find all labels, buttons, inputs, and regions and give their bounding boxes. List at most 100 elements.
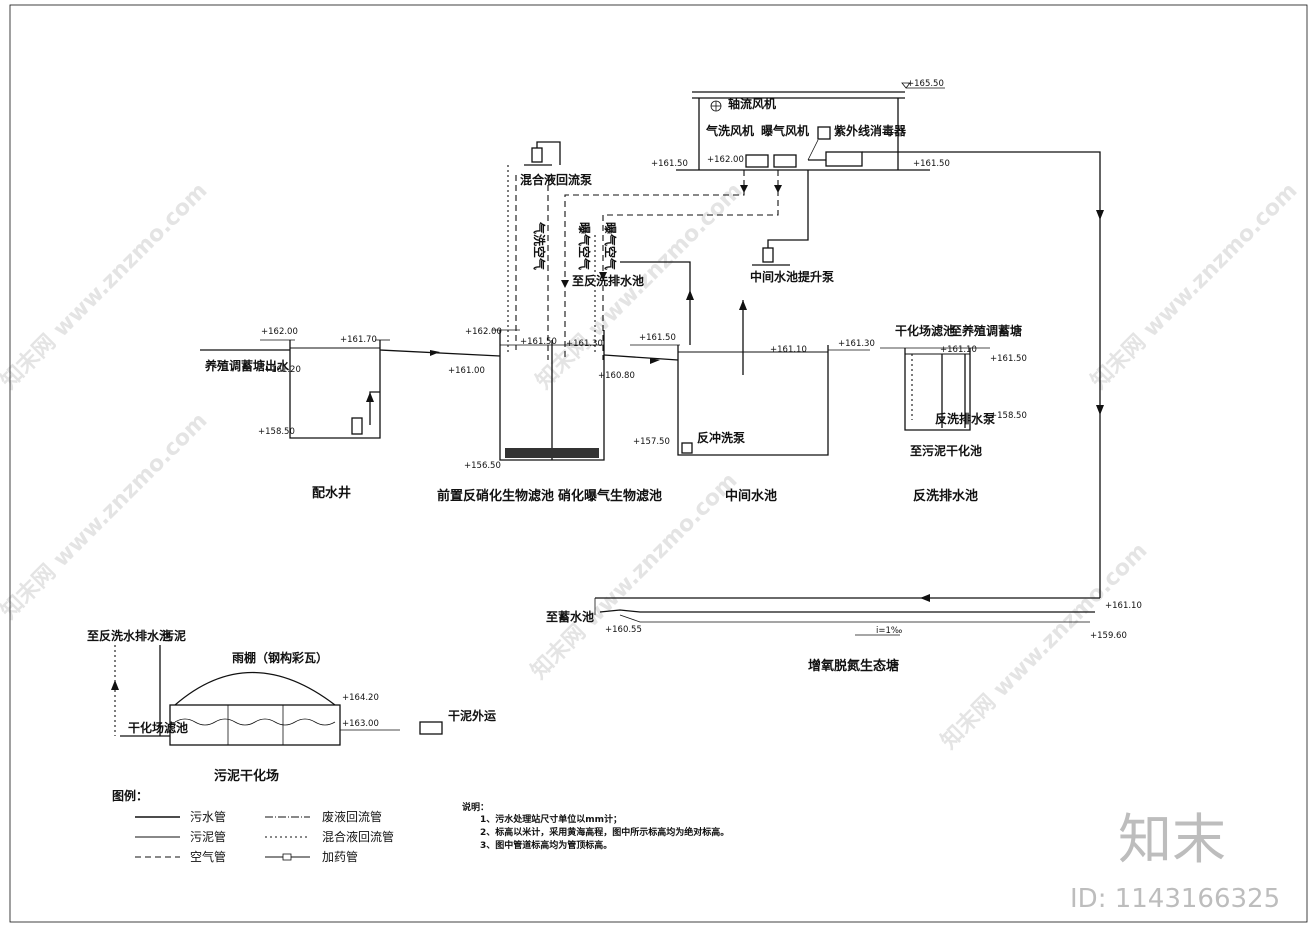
sheet-border xyxy=(9,4,1308,923)
blower-room: +165.50 +161.50 +162.00 +161.50 轴流风机 气洗风… xyxy=(651,79,950,171)
legend-item-4: 混合液回流管 xyxy=(322,829,394,844)
elev-dist-pipe: +161.20 xyxy=(264,365,301,375)
air-pipes: 气洗空气 曝气空气 曝气空气 xyxy=(515,170,782,360)
label-to-storage: 至蓄水池 xyxy=(546,609,594,624)
dist-to-denit-pipe xyxy=(379,349,501,357)
elev-inlet-pipe: +161.00 xyxy=(448,366,485,376)
label-slope: i=1‰ xyxy=(876,626,902,636)
elev-nit-outlet: +160.80 xyxy=(598,371,635,381)
elev-dist-top: +162.00 xyxy=(261,327,298,337)
biofilters: +162.00 +161.50 +161.30 +160.80 +156.50 … xyxy=(437,327,662,504)
elev-mid-right: +161.30 xyxy=(838,339,875,349)
title-nit: 硝化曝气生物滤池 xyxy=(558,488,662,504)
ecological-pond: 至蓄水池 +161.10 +159.60 +160.55 i=1‰ 增氧脱氮生态… xyxy=(546,594,1142,674)
watermark-4: 知末网 www.znzmo.com xyxy=(0,408,212,625)
label-uv-disinfector: 紫外线消毒器 xyxy=(834,123,907,138)
distribution-well: +162.00 +161.70 +161.20 +158.50 养殖调蓄塘出水 … xyxy=(200,327,390,501)
elev-mid-water: +161.10 xyxy=(770,345,807,355)
title-denit: 前置反硝化生物滤池 xyxy=(437,488,554,504)
legend-item-1: 污泥管 xyxy=(190,829,226,844)
elev-denit-water: +161.50 xyxy=(520,337,557,347)
label-backwash-pump: 反冲洗泵 xyxy=(697,430,745,445)
elev-sludge-top: +164.20 xyxy=(342,693,379,703)
elev-pond-top: +161.10 xyxy=(1105,601,1142,611)
elev-bw-bottom: +158.50 xyxy=(990,411,1027,421)
notes: 说明： 1、污水处理站尺寸单位以mm计； 2、标高以米计，采用黄海高程，图中所示… xyxy=(462,801,729,851)
uv-panel-icon xyxy=(817,126,831,140)
brand-logo: 知末 xyxy=(1118,808,1226,871)
label-aeration-fan: 曝气风机 xyxy=(761,123,809,138)
legend-item-3: 废液回流管 xyxy=(322,809,382,824)
title-bw-tank: 反洗排水池 xyxy=(913,488,978,504)
elev-mid-top: +161.50 xyxy=(639,333,676,343)
uv-disinfector-icon xyxy=(825,151,863,167)
brand-id: ID: 1143166325 xyxy=(1070,884,1280,914)
elev-pond-outlet: +160.55 xyxy=(605,625,642,635)
label-rain-shed: 雨棚（钢构彩瓦） xyxy=(232,650,328,665)
watermark-1: 知末网 www.znzmo.com xyxy=(0,178,212,395)
label-bw-pump: 反洗排水泵 xyxy=(935,411,995,426)
mixed-return-pump: 混合液回流泵 xyxy=(507,141,596,355)
lift-pump-icon xyxy=(762,247,774,263)
label-axial-fan: 轴流风机 xyxy=(728,96,776,111)
dist-pump-icon xyxy=(351,417,363,435)
title-dist-well: 配水井 xyxy=(312,485,351,501)
middle-tank: +161.50 +161.10 +161.30 +157.50 反冲洗泵 中间水… xyxy=(630,333,875,504)
label-mixed-return-pump: 混合液回流泵 xyxy=(520,172,592,187)
filter-media xyxy=(505,448,599,458)
elev-nit-water: +161.30 xyxy=(566,339,603,349)
aeration-blower-icon xyxy=(773,154,797,168)
label-gas-wash-fan: 气洗风机 xyxy=(705,123,754,138)
gas-wash-blower-icon xyxy=(745,154,769,168)
legend: 图例： 污水管 污泥管 空气管 废液回流管 混合液回流管 加药管 xyxy=(112,788,394,864)
label-sludge-to-bw: 至反洗水排水池 xyxy=(87,628,171,643)
note-line-3: 3、图中管道标高均为管顶标高。 xyxy=(480,839,612,851)
pump-icon xyxy=(531,147,543,163)
watermark-6: 知末网 www.znzmo.com xyxy=(936,538,1153,755)
label-inlet: 养殖调蓄塘出水 xyxy=(204,358,290,373)
elev-roof: +165.50 xyxy=(907,79,944,89)
note-line-1: 1、污水处理站尺寸单位以mm计； xyxy=(480,813,622,825)
label-to-sludge-dry: 至污泥干化池 xyxy=(910,443,982,458)
label-mid-lift-pump: 中间水池提升泵 xyxy=(750,269,834,284)
elev-sludge-ground: +163.00 xyxy=(342,719,379,729)
uv-to-pond-pipe xyxy=(862,151,1104,598)
title-sludge-field: 污泥干化场 xyxy=(214,768,279,784)
vertical-gas-wash-label: 气洗空气 xyxy=(532,221,547,270)
label-to-drying: 干化场滤池 xyxy=(895,323,955,338)
label-to-storage-pond: 至养殖调蓄塘 xyxy=(950,323,1022,338)
label-drying-filter: 干化场滤池 xyxy=(128,720,188,735)
title-mid-tank: 中间水池 xyxy=(725,488,777,504)
label-to-reflux: 至反洗排水池 xyxy=(572,273,644,288)
legend-item-2: 空气管 xyxy=(190,849,226,864)
legend-item-5: 加药管 xyxy=(322,849,358,864)
branding: 知末 ID: 1143166325 xyxy=(1070,808,1280,914)
elev-mid-bottom: +157.50 xyxy=(633,437,670,447)
legend-title: 图例： xyxy=(112,788,148,803)
elev-blower-mid: +162.00 xyxy=(707,155,744,165)
sludge-drying-field: 至反洗水排水池 污泥 雨棚（钢构彩瓦） 干化场滤池 +164.20 +163.0… xyxy=(87,628,496,784)
elev-bw-water: +161.10 xyxy=(940,345,977,355)
note-line-2: 2、标高以米计，采用黄海高程，图中所示标高均为绝对标高。 xyxy=(480,826,729,838)
watermark-layer: 知末网 www.znzmo.com 知末网 www.znzmo.com 知末网 … xyxy=(0,178,1302,755)
elev-blower-left: +161.50 xyxy=(651,159,688,169)
label-sludge: 污泥 xyxy=(162,628,186,643)
label-dry-sludge-out: 干泥外运 xyxy=(448,708,496,723)
watermark-3: 知末网 www.znzmo.com xyxy=(1086,178,1303,395)
title-pond: 增氧脱氮生态塘 xyxy=(808,658,899,674)
elev-denit-top: +162.00 xyxy=(465,327,502,337)
nit-to-mid-pipe xyxy=(603,354,679,361)
vertical-aeration-label-1: 曝气空气 xyxy=(577,222,592,270)
elev-dist-bottom: +158.50 xyxy=(258,427,295,437)
legend-item-0: 污水管 xyxy=(190,809,226,824)
backwash-pump-icon xyxy=(681,442,693,454)
elev-dist-water: +161.70 xyxy=(340,335,377,345)
elev-blower-right: +161.50 xyxy=(913,159,950,169)
backwash-tank: 干化场滤池 至养殖调蓄塘 +161.10 +161.50 +158.50 反洗排… xyxy=(880,323,1027,504)
elev-bw-top: +161.50 xyxy=(990,354,1027,364)
truck-icon xyxy=(419,721,443,735)
elev-pond-bottom: +159.60 xyxy=(1090,631,1127,641)
notes-title: 说明： xyxy=(462,801,489,813)
